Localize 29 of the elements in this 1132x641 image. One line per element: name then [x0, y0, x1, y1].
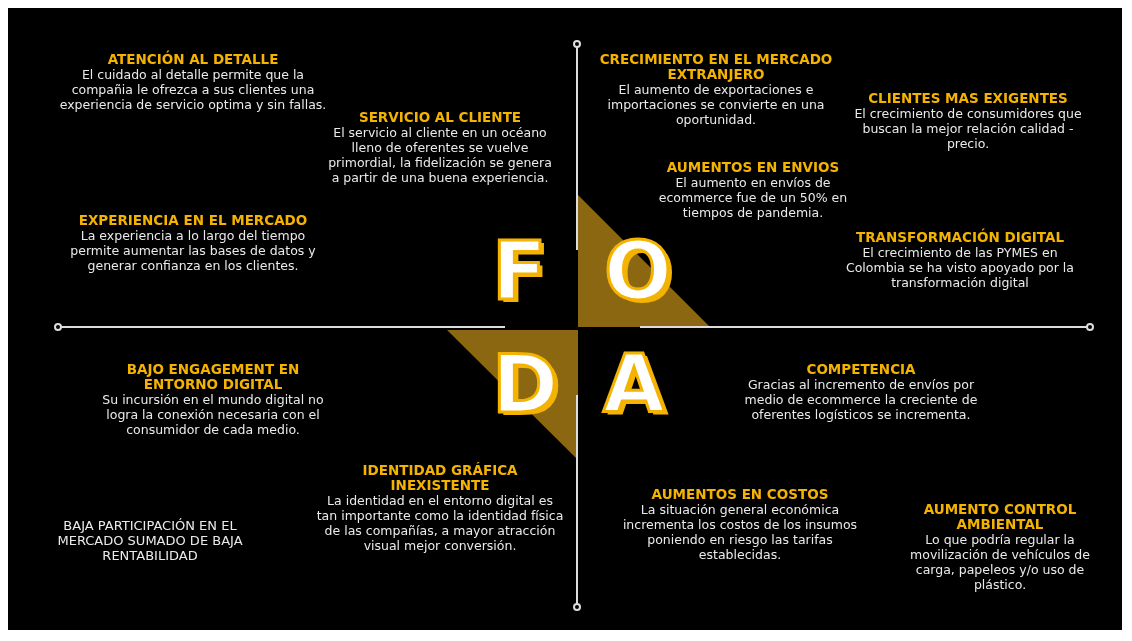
swot-letter: O — [604, 232, 672, 312]
description-text: La situación general económica incrementa los costos de los insumos poniendo en riesgo las tarifas establecidas. — [621, 502, 859, 562]
heading: AUMENTOS EN ENVIOS — [665, 160, 841, 175]
description-text: La identidad en el entorno digital es tan importante como la identidad física de las compañías, a mayor atracción visual mejor conversión. — [315, 493, 565, 553]
description-text: La experiencia a lo largo del tiempo permite aumentar las bases de datos y generar confianza en los clientes. — [69, 228, 317, 273]
description-text: Gracias al incremento de envíos por medio de ecommerce la creciente de oferentes logísticos se incrementa. — [743, 377, 979, 422]
swot-letter: D — [492, 345, 559, 425]
swot-letter: F — [492, 232, 547, 312]
heading: EXPERIENCIA EN EL MERCADO — [77, 213, 309, 228]
description-text: BAJA PARTICIPACIÓN EN EL MERCADO SUMADO DE BAJA RENTABILIDAD — [56, 518, 244, 563]
heading: TRANSFORMACIÓN DIGITAL — [855, 230, 1065, 245]
heading: CLIENTES MAS EXIGENTES — [867, 91, 1069, 106]
description-text: El aumento de exportaciones e importaciones se convierte en una oportunidad. — [606, 82, 826, 127]
swot-letter: A — [603, 345, 665, 425]
description-text: El crecimiento de consumidores que buscan la mejor relación calidad - precio. — [853, 106, 1083, 151]
heading: SERVICIO AL CLIENTE — [357, 110, 523, 125]
description-text: El aumento en envíos de ecommerce fue de un 50% en tiempos de pandemia. — [657, 175, 849, 220]
description-text: Su incursión en el mundo digital no logra la conexión necesaria con el consumidor de cada medio. — [101, 392, 325, 437]
heading: COMPETENCIA — [805, 362, 917, 377]
heading: BAJO ENGAGEMENT EN ENTORNO DIGITAL — [125, 362, 301, 392]
heading: CRECIMIENTO EN EL MERCADO EXTRANJERO — [598, 52, 834, 82]
heading: ATENCIÓN AL DETALLE — [106, 52, 280, 67]
heading: IDENTIDAD GRÁFICA INEXISTENTE — [361, 463, 519, 493]
description-text: Lo que podría regular la movilización de vehículos de carga, papeleos y/o uso de plástico. — [909, 532, 1091, 592]
description-text: El crecimiento de las PYMES en Colombia se ha visto apoyado por la transformación digital — [844, 245, 1075, 290]
description-text: El cuidado al detalle permite que la compañia le ofrezca a sus clientes una experiencia de servicio optima y sin fallas. — [58, 67, 328, 112]
description-text: El servicio al cliente en un océano lleno de oferentes se vuelve primordial, la fidelización se genera a partir de una buena experiencia. — [327, 125, 553, 185]
heading: AUMENTOS EN COSTOS — [650, 487, 830, 502]
heading: AUMENTO CONTROL AMBIENTAL — [922, 502, 1078, 532]
